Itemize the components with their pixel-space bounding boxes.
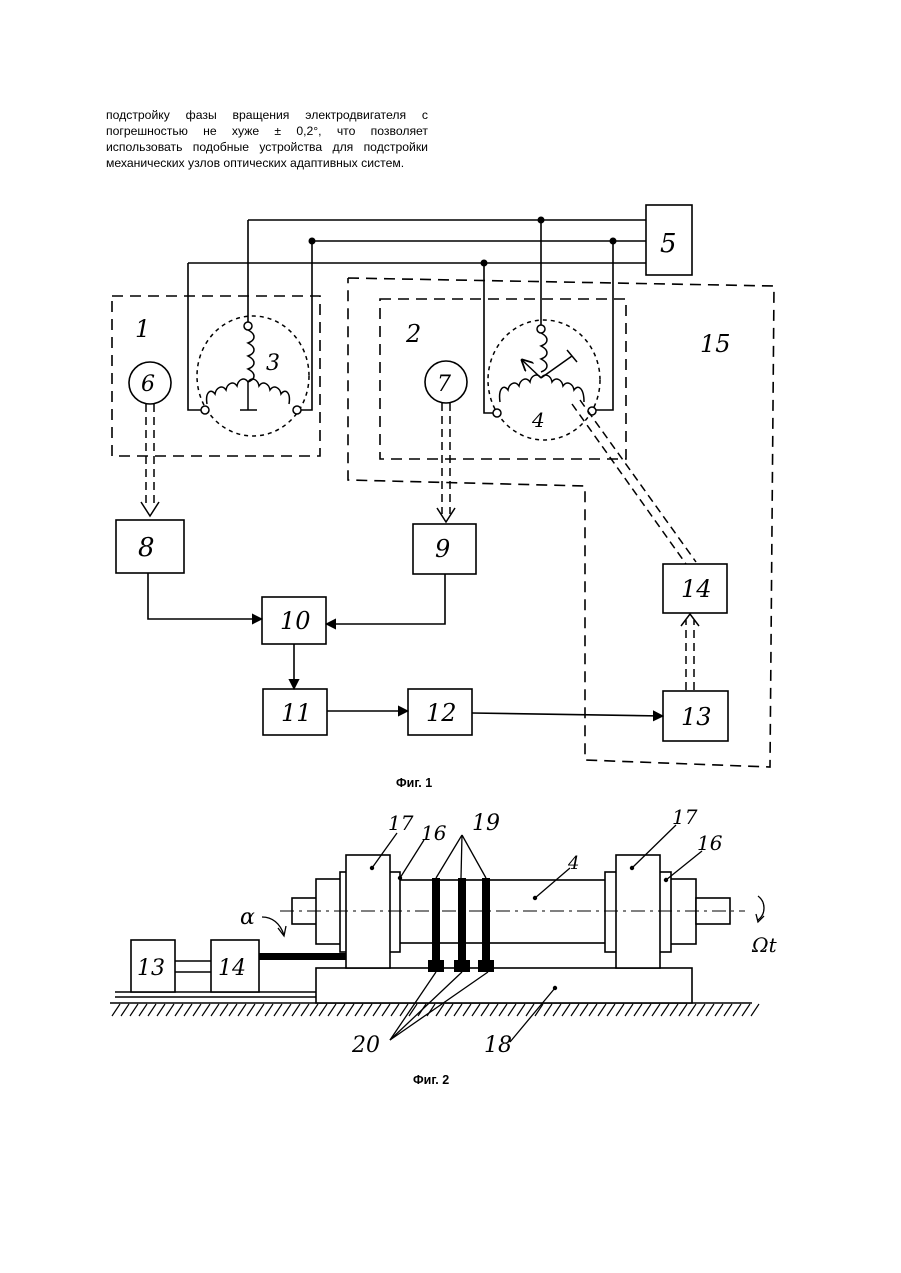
ground-hatch-line <box>706 1004 714 1016</box>
ground-hatch-line <box>346 1004 354 1016</box>
ground-hatch-line <box>193 1004 201 1016</box>
label-fig2-omega: Ωt <box>751 933 778 957</box>
ground-hatch-line <box>454 1004 462 1016</box>
ground-hatch-line <box>544 1004 552 1016</box>
ground-hatch-line <box>724 1004 732 1016</box>
ground-hatch-line <box>202 1004 210 1016</box>
ground-hatch-line <box>265 1004 273 1016</box>
ground-hatch-line <box>571 1004 579 1016</box>
label-fig2-13: 13 <box>137 956 165 981</box>
ground-hatch-line <box>139 1004 147 1016</box>
ground-hatch-line <box>589 1004 597 1016</box>
ground-hatch-line <box>274 1004 282 1016</box>
ground-hatch-line <box>247 1004 255 1016</box>
ground-hatch-line <box>337 1004 345 1016</box>
label-fig2-14: 14 <box>218 956 246 981</box>
ground-hatch-line <box>373 1004 381 1016</box>
label-fig2-20: 20 <box>351 1033 380 1058</box>
ground-hatch-line <box>481 1004 489 1016</box>
ground-hatch-line <box>301 1004 309 1016</box>
figure-2-caption: Фиг. 2 <box>413 1073 449 1087</box>
ground-hatch-line <box>643 1004 651 1016</box>
label-fig2-4: 4 <box>567 853 579 874</box>
label-fig2-17-left: 17 <box>388 811 414 835</box>
ground-hatch-line <box>580 1004 588 1016</box>
ground-hatch-line <box>364 1004 372 1016</box>
ground-hatch-line <box>184 1004 192 1016</box>
ground-hatch-line <box>499 1004 507 1016</box>
ground-hatch-line <box>652 1004 660 1016</box>
ground-hatch-line <box>742 1004 750 1016</box>
ground-hatch-line <box>319 1004 327 1016</box>
ground-hatch-line <box>670 1004 678 1016</box>
label-fig2-19: 19 <box>472 811 500 836</box>
ground-hatch-line <box>562 1004 570 1016</box>
ground-hatch-line <box>517 1004 525 1016</box>
ground-hatch-line <box>238 1004 246 1016</box>
ground-hatch-line <box>283 1004 291 1016</box>
label-fig2-17-right: 17 <box>672 805 698 829</box>
label-fig2-18: 18 <box>484 1033 512 1058</box>
ground-hatch-line <box>382 1004 390 1016</box>
ground-hatch-line <box>598 1004 606 1016</box>
ground-hatch-line <box>625 1004 633 1016</box>
label-fig2-16-right: 16 <box>697 831 723 855</box>
ground-hatch-line <box>148 1004 156 1016</box>
ground-hatch-line <box>463 1004 471 1016</box>
ground-hatch-line <box>697 1004 705 1016</box>
ground-hatch-line <box>256 1004 264 1016</box>
ground-hatch-line <box>607 1004 615 1016</box>
ground-hatch-line <box>220 1004 228 1016</box>
ground-hatch-line <box>328 1004 336 1016</box>
ground-hatch-line <box>130 1004 138 1016</box>
ground-hatch-line <box>355 1004 363 1016</box>
base-18 <box>316 968 692 1003</box>
ground-hatch-line <box>490 1004 498 1016</box>
label-fig2-16-left: 16 <box>421 821 447 845</box>
ground-hatch-line <box>661 1004 669 1016</box>
ground-hatch-line <box>553 1004 561 1016</box>
label-fig2-alpha: α <box>240 905 255 930</box>
ground-hatch-line <box>211 1004 219 1016</box>
ground-hatch-line <box>751 1004 759 1016</box>
ground-hatch-line <box>112 1004 120 1016</box>
ground-hatch-line <box>229 1004 237 1016</box>
ground-hatch-line <box>166 1004 174 1016</box>
ground-hatch-line <box>508 1004 516 1016</box>
ground-hatch-line <box>157 1004 165 1016</box>
ground-hatch-line <box>733 1004 741 1016</box>
ground-hatch-line <box>688 1004 696 1016</box>
ground-hatch-line <box>634 1004 642 1016</box>
ground-hatch-line <box>292 1004 300 1016</box>
ground-hatch-line <box>121 1004 129 1016</box>
ground-hatch-line <box>616 1004 624 1016</box>
ground-hatch-line <box>391 1004 399 1016</box>
ground-hatch-line <box>679 1004 687 1016</box>
ground-hatch-line <box>175 1004 183 1016</box>
ground-hatch-line <box>472 1004 480 1016</box>
ground-hatch-line <box>445 1004 453 1016</box>
ground-hatch-line <box>715 1004 723 1016</box>
ground-hatch-line <box>310 1004 318 1016</box>
